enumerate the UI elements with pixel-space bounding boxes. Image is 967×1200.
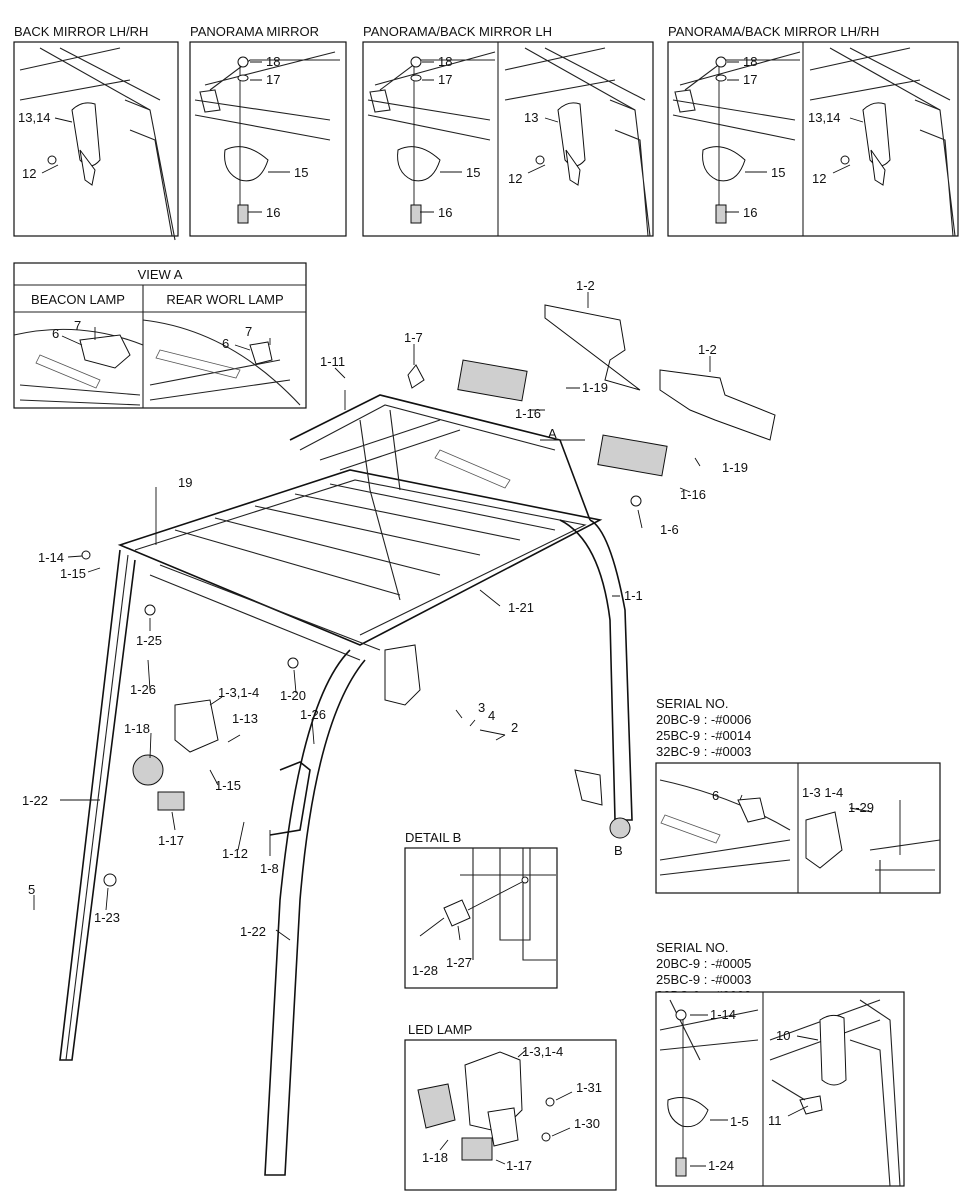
label: A — [548, 426, 557, 441]
label: 16 — [743, 205, 757, 220]
label: 1-31 — [576, 1080, 602, 1095]
main-assembly: 1-2 1-2 1-7 1-11 1-19 1-16 A 1-19 1-16 1… — [22, 278, 776, 1176]
label: 1-23 — [94, 910, 120, 925]
label: 1-25 — [136, 633, 162, 648]
label: 1-11 — [320, 354, 345, 369]
label: 1-16 — [515, 406, 541, 421]
label: 1-28 — [412, 963, 438, 978]
label: 1-24 — [708, 1158, 734, 1173]
label: 1-19 — [582, 380, 608, 395]
label: 1-20 — [280, 688, 306, 703]
label: 1-15 — [215, 778, 241, 793]
rear-work-lamp-title: REAR WORL LAMP — [166, 292, 283, 307]
label: 1-18 — [124, 721, 150, 736]
label: 1-26 — [300, 707, 326, 722]
inset-panorama-back-lh: PANORAMA/BACK MIRROR LH 18 17 15 16 13 1… — [362, 24, 654, 237]
inset-title-back-mirror: BACK MIRROR LH/RH — [14, 24, 148, 39]
label: 1-1 — [624, 588, 643, 603]
label: 1-19 — [722, 460, 748, 475]
label: 1-5 — [730, 1114, 749, 1129]
beacon-lamp-title: BEACON LAMP — [31, 292, 125, 307]
label: 7 — [74, 318, 81, 333]
inset-back-mirror: BACK MIRROR LH/RH 13,14 12 — [13, 24, 179, 241]
label: 16 — [438, 205, 452, 220]
label: B — [614, 843, 623, 858]
label: 16 — [266, 205, 280, 220]
label: 1-14 — [38, 550, 64, 565]
label: 1-30 — [574, 1116, 600, 1131]
label: 7 — [245, 324, 252, 339]
label: 1-21 — [508, 600, 534, 615]
label: 4 — [488, 708, 495, 723]
label: 1-22 — [22, 793, 48, 808]
serial-heading: SERIAL NO. — [656, 696, 728, 711]
label: 13 — [524, 110, 538, 125]
label: 13,14 — [18, 110, 51, 125]
label: 1-13 — [232, 711, 258, 726]
label: 17 — [438, 72, 452, 87]
label: 15 — [466, 165, 480, 180]
label: 15 — [294, 165, 308, 180]
serial-line: 32BC-9 : -#0003 — [656, 744, 751, 759]
inset-title-panorama-back-lhrh: PANORAMA/BACK MIRROR LH/RH — [668, 24, 879, 39]
label: 1-17 — [158, 833, 184, 848]
view-a-title: VIEW A — [138, 267, 183, 282]
label: 12 — [22, 166, 36, 181]
label: 11 — [768, 1113, 782, 1128]
label: 6 — [712, 788, 719, 803]
label: 19 — [178, 475, 192, 490]
label: 2 — [511, 720, 518, 735]
detail-b-title: DETAIL B — [405, 830, 461, 845]
label: 1-6 — [660, 522, 679, 537]
label: 1-3,1-4 — [522, 1044, 563, 1059]
label: 15 — [771, 165, 785, 180]
label: 1-14 — [710, 1007, 736, 1022]
inset-serial-2: SERIAL NO. 20BC-9 : -#0005 25BC-9 : -#00… — [655, 940, 905, 1187]
label: 1-2 — [576, 278, 595, 293]
inset-detail-b: DETAIL B 1-28 1-27 — [404, 830, 558, 989]
label: 1-2 — [698, 342, 717, 357]
label: 18 — [743, 54, 757, 69]
label: 6 — [222, 336, 229, 351]
label: 1-22 — [240, 924, 266, 939]
label: 17 — [266, 72, 280, 87]
label: 1-18 — [422, 1150, 448, 1165]
label: 1-12 — [222, 846, 248, 861]
inset-serial-1: SERIAL NO. 20BC-9 : -#0006 25BC-9 : -#00… — [655, 696, 941, 894]
inset-title-panorama-back-lh: PANORAMA/BACK MIRROR LH — [363, 24, 552, 39]
label: 1-3,1-4 — [218, 685, 259, 700]
label: 12 — [812, 171, 826, 186]
led-lamp-title: LED LAMP — [408, 1022, 472, 1037]
label: 13,14 — [808, 110, 841, 125]
inset-led-lamp: LED LAMP 1-3,1-4 1-31 1-30 1-18 1-17 — [404, 1022, 617, 1191]
label: 1-7 — [404, 330, 423, 345]
serial-line: 25BC-9 : -#0003 — [656, 972, 751, 987]
serial-line: 20BC-9 : -#0006 — [656, 712, 751, 727]
label: 1-8 — [260, 861, 279, 876]
label: 1-26 — [130, 682, 156, 697]
label: 10 — [776, 1028, 790, 1043]
label: 1-17 — [506, 1158, 532, 1173]
serial-heading: SERIAL NO. — [656, 940, 728, 955]
label: 12 — [508, 171, 522, 186]
inset-panorama-back-lhrh: PANORAMA/BACK MIRROR LH/RH 18 17 15 16 1… — [667, 24, 959, 237]
label: 6 — [52, 326, 59, 341]
serial-line: 25BC-9 : -#0014 — [656, 728, 751, 743]
label: 18 — [438, 54, 452, 69]
label: 17 — [743, 72, 757, 87]
label: 1-3 1-4 — [802, 785, 843, 800]
label: 1-27 — [446, 955, 472, 970]
label: 1-29 — [848, 800, 874, 815]
label: 5 — [28, 882, 35, 897]
inset-panorama-mirror: PANORAMA MIRROR 18 17 15 16 — [189, 24, 347, 237]
serial-line: 20BC-9 : -#0005 — [656, 956, 751, 971]
label: 1-15 — [60, 566, 86, 581]
label: 18 — [266, 54, 280, 69]
inset-view-a: VIEW A BEACON LAMP REAR WORL LAMP 7 6 7 … — [13, 262, 307, 409]
label: 3 — [478, 700, 485, 715]
label: 1-16 — [680, 487, 706, 502]
inset-title-panorama-mirror: PANORAMA MIRROR — [190, 24, 319, 39]
